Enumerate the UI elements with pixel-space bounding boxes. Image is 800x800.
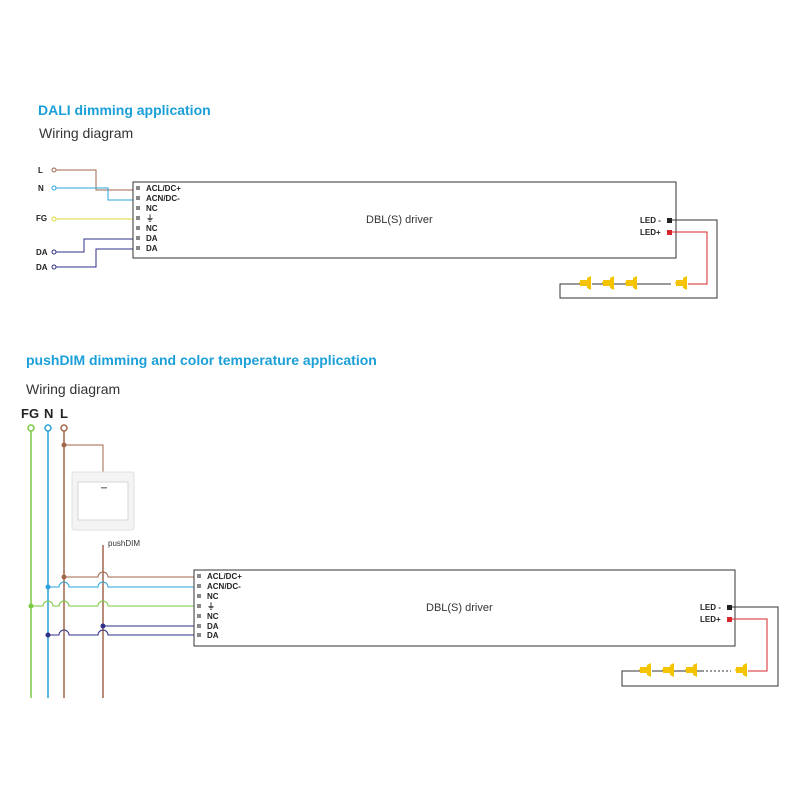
dali-wire-l <box>56 169 134 191</box>
terminal-icon <box>51 264 57 270</box>
pushdim-pin-da2: DA <box>207 631 219 640</box>
dali-driver-label: DBL(S) driver <box>366 214 433 226</box>
dali-driver-box <box>132 181 677 259</box>
terminal-icon <box>51 249 57 255</box>
pushdim-led-neg-label: LED - <box>700 603 721 612</box>
dali-pin-nc2: NC <box>146 224 158 233</box>
pushdim-wire-l-to-switch <box>64 444 104 475</box>
led-lamp-icon <box>624 275 638 291</box>
terminal-icon <box>60 424 68 432</box>
dali-wire-led-pos <box>672 231 708 285</box>
dali-wire-da2 <box>56 248 134 268</box>
dali-led-pos-label: LED+ <box>640 228 661 237</box>
led-lamp-icon <box>638 662 652 678</box>
led-lamp-icon <box>601 275 615 291</box>
pushdim-driver-label: DBL(S) driver <box>426 602 493 614</box>
pushdim-diagram: FG N L pushDIM <box>21 406 779 698</box>
led-lamp-icon <box>661 662 675 678</box>
dali-pin-acn: ACN/DC- <box>146 194 180 203</box>
dali-pin-nc1: NC <box>146 204 158 213</box>
pushdim-wiring-subtitle: Wiring diagram <box>26 381 121 397</box>
terminal-icon <box>44 424 52 432</box>
dali-led-neg-label: LED - <box>640 216 661 225</box>
pushdim-pin-acn: ACN/DC- <box>207 582 241 591</box>
pushdim-wire-led-neg <box>621 606 779 687</box>
pushdim-pin-da1: DA <box>207 622 219 631</box>
dali-wire-n <box>56 187 134 201</box>
dali-pin-ground: ⏚ <box>146 214 154 223</box>
dali-input-da2-label: DA <box>36 263 48 272</box>
pushdim-led-pos-label: LED+ <box>700 615 721 624</box>
pushdim-pin-nc1: NC <box>207 592 219 601</box>
dali-input-fg-label: FG <box>36 214 47 223</box>
wall-switch-icon <box>71 471 135 531</box>
dali-wiring-subtitle: Wiring diagram <box>39 125 134 141</box>
dali-input-da1-label: DA <box>36 248 48 257</box>
pushdim-driver-box <box>193 569 736 647</box>
led-lamp-icon <box>734 662 748 678</box>
pushdim-wire-acl <box>64 571 194 578</box>
dali-section-title: DALI dimming application <box>38 102 211 118</box>
terminal-icon <box>51 216 57 222</box>
dali-pin-acl: ACL/DC+ <box>146 184 181 193</box>
pushdim-wire-da2 <box>48 629 194 636</box>
terminal-icon <box>27 424 35 432</box>
pushdim-section-title: pushDIM dimming and color temperature ap… <box>26 352 377 368</box>
pushdim-supply-l-label: L <box>60 406 68 421</box>
terminal-icon <box>51 185 57 191</box>
dali-wire-da1 <box>56 238 134 253</box>
pushdim-pin-nc2: NC <box>207 612 219 621</box>
pushdim-supply-fg-label: FG <box>21 406 39 421</box>
pushdim-pin-acl: ACL/DC+ <box>207 572 242 581</box>
pushdim-supply-n-label: N <box>44 406 53 421</box>
pushdim-wire-led-pos <box>732 618 768 672</box>
pushdim-switch-label: pushDIM <box>108 539 140 548</box>
dali-pin-da1: DA <box>146 234 158 243</box>
pushdim-wire-ground <box>31 600 194 607</box>
pushdim-pin-ground: ⏚ <box>207 602 215 611</box>
dali-diagram: L N FG DA DA DBL(S) driver <box>36 166 718 299</box>
dali-wire-led-neg <box>559 219 718 299</box>
led-lamp-icon <box>684 662 698 678</box>
dali-input-l-label: L <box>38 166 43 175</box>
dali-input-n-label: N <box>38 184 44 193</box>
pushdim-wire-acn <box>48 581 194 588</box>
led-lamp-icon <box>674 275 688 291</box>
led-lamp-icon <box>578 275 592 291</box>
terminal-icon <box>51 167 57 173</box>
dali-pin-da2: DA <box>146 244 158 253</box>
